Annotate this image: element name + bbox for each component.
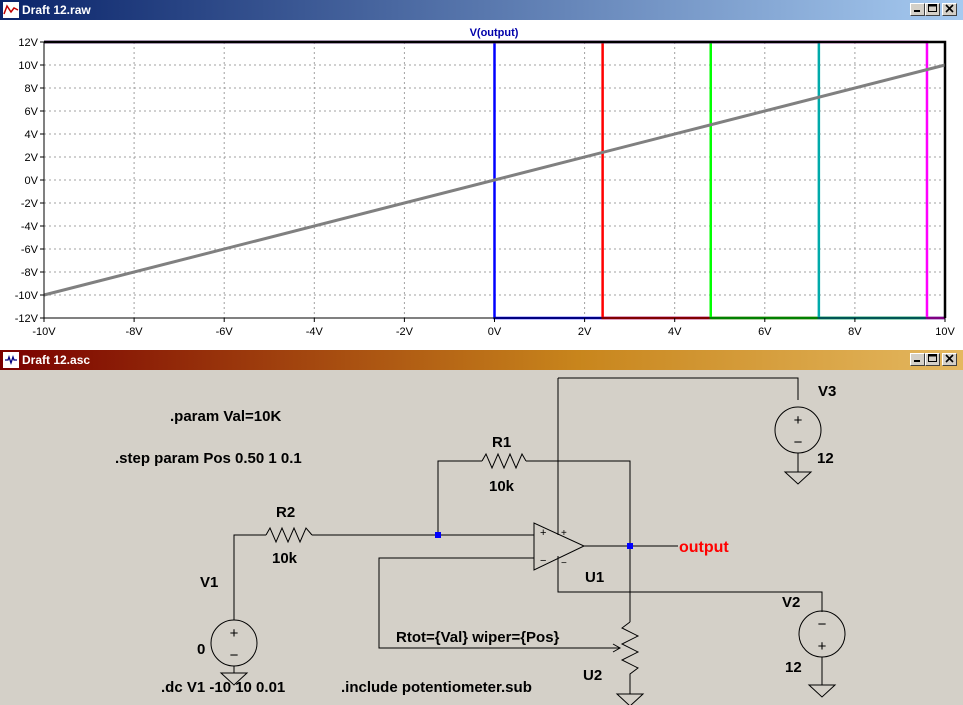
- close-icon: [945, 354, 954, 363]
- x-tick-label: 10V: [935, 326, 955, 338]
- opamp-minus-sign: −: [540, 555, 546, 567]
- y-tick-label: 4V: [25, 129, 39, 141]
- potentiometer-u2[interactable]: [620, 621, 640, 682]
- source-plus-sign: +: [794, 412, 803, 429]
- waveform-window-title: Draft 12.raw: [22, 3, 91, 17]
- y-tick-label: -12V: [15, 313, 39, 325]
- wire[interactable]: [557, 556, 823, 612]
- source-minus-sign: −: [794, 434, 803, 451]
- y-tick-label: -4V: [21, 221, 39, 233]
- x-tick-label: -2V: [396, 326, 414, 338]
- waveform-app-icon: [3, 2, 19, 18]
- maximize-button[interactable]: [925, 3, 940, 16]
- y-tick-label: 2V: [25, 152, 39, 164]
- param-directive[interactable]: .param Val=10K: [170, 408, 281, 425]
- dc-directive[interactable]: .dc V1 -10 10 0.01: [161, 679, 285, 696]
- schematic-canvas[interactable]: + − + − + − + −: [0, 370, 963, 705]
- wire[interactable]: [558, 377, 799, 400]
- wire[interactable]: [526, 460, 631, 565]
- series-trace-7[interactable]: [43, 63, 946, 297]
- voltage-source-v1[interactable]: + −: [210, 604, 258, 667]
- voltage-source-v3[interactable]: + −: [774, 406, 822, 464]
- waveform-window: Draft 12.raw -10V -8V -6V -4V -2V 0V 2V 4V 6V 8V 1…: [0, 0, 963, 350]
- x-tick-label: 0V: [488, 326, 502, 338]
- y-tick-label: 6V: [25, 106, 39, 118]
- source-minus-sign: −: [818, 616, 827, 633]
- x-tick-label: 6V: [758, 326, 772, 338]
- waveform-titlebar[interactable]: Draft 12.raw: [0, 0, 963, 20]
- wire[interactable]: [378, 557, 620, 649]
- r1-value[interactable]: 10k: [489, 478, 515, 495]
- waveform-plot[interactable]: -10V -8V -6V -4V -2V 0V 2V 4V 6V 8V 10V 12V 10V 8V 6V 4…: [0, 20, 963, 350]
- schematic-window: Draft 12.asc: [0, 350, 963, 705]
- schematic-window-title: Draft 12.asc: [22, 353, 91, 367]
- junction-dot: [435, 532, 441, 538]
- u2-name[interactable]: U2: [583, 667, 602, 684]
- x-tick-label: 2V: [578, 326, 592, 338]
- opamp-plus-sign: +: [540, 527, 546, 539]
- x-tick-label: -4V: [306, 326, 324, 338]
- source-minus-sign: −: [230, 647, 239, 664]
- opamp-supply-minus: −: [561, 558, 567, 569]
- y-tick-label: 8V: [25, 83, 39, 95]
- y-tick-label: 10V: [18, 60, 38, 72]
- x-tick-label: -6V: [216, 326, 234, 338]
- wire[interactable]: [437, 460, 482, 535]
- resistor-r2[interactable]: [265, 526, 313, 544]
- x-tick-label: 8V: [848, 326, 862, 338]
- v3-value[interactable]: 12: [817, 450, 834, 467]
- minimize-icon: [914, 360, 920, 362]
- schematic-app-icon: [3, 352, 19, 368]
- y-tick-label: -10V: [15, 290, 39, 302]
- u2-params[interactable]: Rtot={Val} wiper={Pos}: [396, 629, 560, 646]
- source-plus-sign: +: [818, 638, 827, 655]
- opamp-supply-plus: +: [561, 528, 567, 539]
- v2-value[interactable]: 12: [785, 659, 802, 676]
- v2-name[interactable]: V2: [782, 594, 800, 611]
- source-plus-sign: +: [230, 625, 239, 642]
- y-tick-label: 0V: [25, 175, 39, 187]
- y-tick-label: 12V: [18, 37, 38, 49]
- close-icon: [945, 4, 954, 13]
- maximize-button[interactable]: [925, 353, 940, 366]
- voltage-source-v2[interactable]: − +: [798, 610, 846, 676]
- r1-name[interactable]: R1: [492, 434, 511, 451]
- u1-name[interactable]: U1: [585, 569, 604, 586]
- y-tick-label: -2V: [21, 198, 39, 210]
- r2-value[interactable]: 10k: [272, 550, 298, 567]
- resistor-r1[interactable]: [481, 452, 527, 470]
- close-button[interactable]: [942, 353, 957, 366]
- schematic-titlebar[interactable]: Draft 12.asc: [0, 350, 963, 370]
- include-directive[interactable]: .include potentiometer.sub: [341, 679, 532, 696]
- junction-dot: [627, 543, 633, 549]
- r2-name[interactable]: R2: [276, 504, 295, 521]
- maximize-icon: [928, 4, 937, 12]
- minimize-button[interactable]: [910, 353, 925, 366]
- maximize-icon: [928, 354, 937, 362]
- x-tick-label: 4V: [668, 326, 682, 338]
- x-tick-label: -10V: [32, 326, 56, 338]
- plot-frame: [43, 41, 946, 319]
- y-tick-label: -8V: [21, 267, 39, 279]
- net-label-output[interactable]: output: [679, 539, 729, 556]
- step-directive[interactable]: .step param Pos 0.50 1 0.1: [115, 450, 302, 467]
- plot-trace-label[interactable]: V(output): [470, 27, 519, 39]
- close-button[interactable]: [942, 3, 957, 16]
- wire[interactable]: [233, 534, 266, 604]
- opamp-u1[interactable]: + − + −: [533, 522, 586, 571]
- v3-name[interactable]: V3: [818, 383, 836, 400]
- minimize-button[interactable]: [910, 3, 925, 16]
- x-tick-label: -8V: [126, 326, 144, 338]
- y-tick-label: -6V: [21, 244, 39, 256]
- minimize-icon: [914, 10, 920, 12]
- v1-name[interactable]: V1: [200, 574, 218, 591]
- v1-value[interactable]: 0: [197, 641, 205, 658]
- potentiometer-wiper-arrow: [612, 643, 622, 653]
